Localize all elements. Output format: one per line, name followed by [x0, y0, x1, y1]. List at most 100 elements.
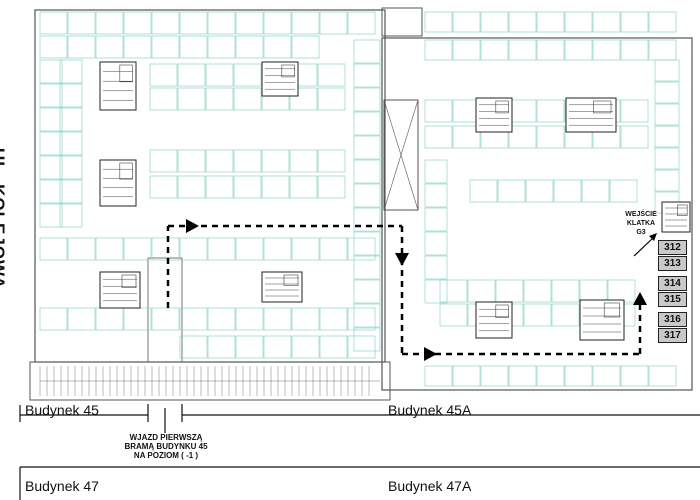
stall — [654, 81, 680, 104]
building-47-label: Budynek 47 — [25, 478, 99, 494]
stair-core — [475, 301, 513, 339]
stall — [149, 175, 178, 199]
stall — [151, 307, 180, 331]
entrance-note-line-2: BRAMĄ BUDYNKU 45 — [124, 442, 208, 451]
stair-core — [99, 159, 137, 207]
stall — [67, 307, 96, 331]
stall — [67, 35, 96, 59]
stall — [609, 179, 638, 203]
stall — [39, 307, 68, 331]
stall — [620, 39, 649, 61]
stall — [317, 63, 346, 87]
outer-wall-east — [381, 37, 693, 391]
stall — [235, 11, 264, 35]
stall — [179, 35, 208, 59]
stall — [263, 35, 292, 59]
stall — [123, 35, 152, 59]
stall — [39, 237, 68, 261]
stall — [536, 99, 565, 123]
stall — [207, 335, 236, 359]
parking-spot[interactable]: 317 — [658, 328, 687, 343]
stall — [648, 365, 677, 387]
parking-spot[interactable]: 313 — [658, 256, 687, 271]
entry-ramp — [147, 257, 183, 363]
stall — [233, 175, 262, 199]
stall — [579, 279, 608, 303]
stall — [592, 365, 621, 387]
top-shaft — [381, 7, 423, 37]
stall — [95, 35, 124, 59]
parking-spot[interactable]: 314 — [658, 276, 687, 291]
stall — [59, 131, 83, 156]
parking-spot[interactable]: 312 — [658, 240, 687, 255]
stall — [235, 237, 264, 261]
stall — [648, 39, 677, 61]
stall — [469, 179, 498, 203]
stair-core — [565, 97, 617, 133]
building-45-top-label: Budynek 45 — [25, 402, 99, 418]
stall — [439, 279, 468, 303]
stall — [508, 99, 537, 123]
stall — [39, 155, 63, 180]
stall — [424, 231, 448, 256]
stall — [319, 335, 348, 359]
stall — [263, 11, 292, 35]
parking-spot[interactable]: 315 — [658, 292, 687, 307]
stall — [151, 11, 180, 35]
entrance-note-line-3: NA POZIOM ( -1 ) — [133, 451, 199, 460]
stall — [205, 63, 234, 87]
stall — [207, 307, 236, 331]
stall — [497, 179, 526, 203]
stall — [291, 335, 320, 359]
stall — [149, 87, 178, 111]
stall — [67, 11, 96, 35]
stall — [39, 203, 63, 228]
stall — [551, 279, 580, 303]
stall — [424, 255, 448, 280]
stall — [553, 179, 582, 203]
stall — [123, 11, 152, 35]
stall — [177, 175, 206, 199]
stall — [424, 183, 448, 208]
building-45a-label: Budynek 45A — [388, 402, 472, 418]
stall — [592, 11, 621, 33]
stall — [235, 335, 264, 359]
stall — [149, 149, 178, 173]
stall — [319, 11, 348, 35]
stall — [39, 11, 68, 35]
stair-pointer-arrowhead — [649, 233, 657, 241]
stall — [424, 39, 453, 61]
stall — [289, 149, 318, 173]
stall — [39, 107, 63, 132]
stall — [523, 279, 552, 303]
stall — [452, 11, 481, 33]
stall — [291, 237, 320, 261]
stall — [291, 35, 320, 59]
stall — [353, 159, 381, 184]
stall — [95, 307, 124, 331]
stall — [263, 307, 292, 331]
outer-wall-west — [34, 9, 386, 363]
parking-spot[interactable]: 316 — [658, 312, 687, 327]
stair-note-line-1: WEJŚCIE — [625, 211, 657, 218]
stall — [536, 39, 565, 61]
stall — [347, 335, 376, 359]
stall — [607, 279, 636, 303]
stall — [536, 125, 565, 149]
stall — [347, 11, 376, 35]
stair-pointer-arrow — [633, 236, 655, 257]
stall — [39, 131, 63, 156]
stall — [263, 237, 292, 261]
stall — [205, 175, 234, 199]
stair-note-line-2: KLATKA — [626, 220, 656, 227]
stall — [353, 87, 381, 112]
stall — [291, 307, 320, 331]
stall — [452, 125, 481, 149]
stall — [151, 35, 180, 59]
stall — [424, 365, 453, 387]
stall — [495, 279, 524, 303]
stall — [508, 39, 537, 61]
stall — [347, 237, 376, 261]
stall — [263, 335, 292, 359]
